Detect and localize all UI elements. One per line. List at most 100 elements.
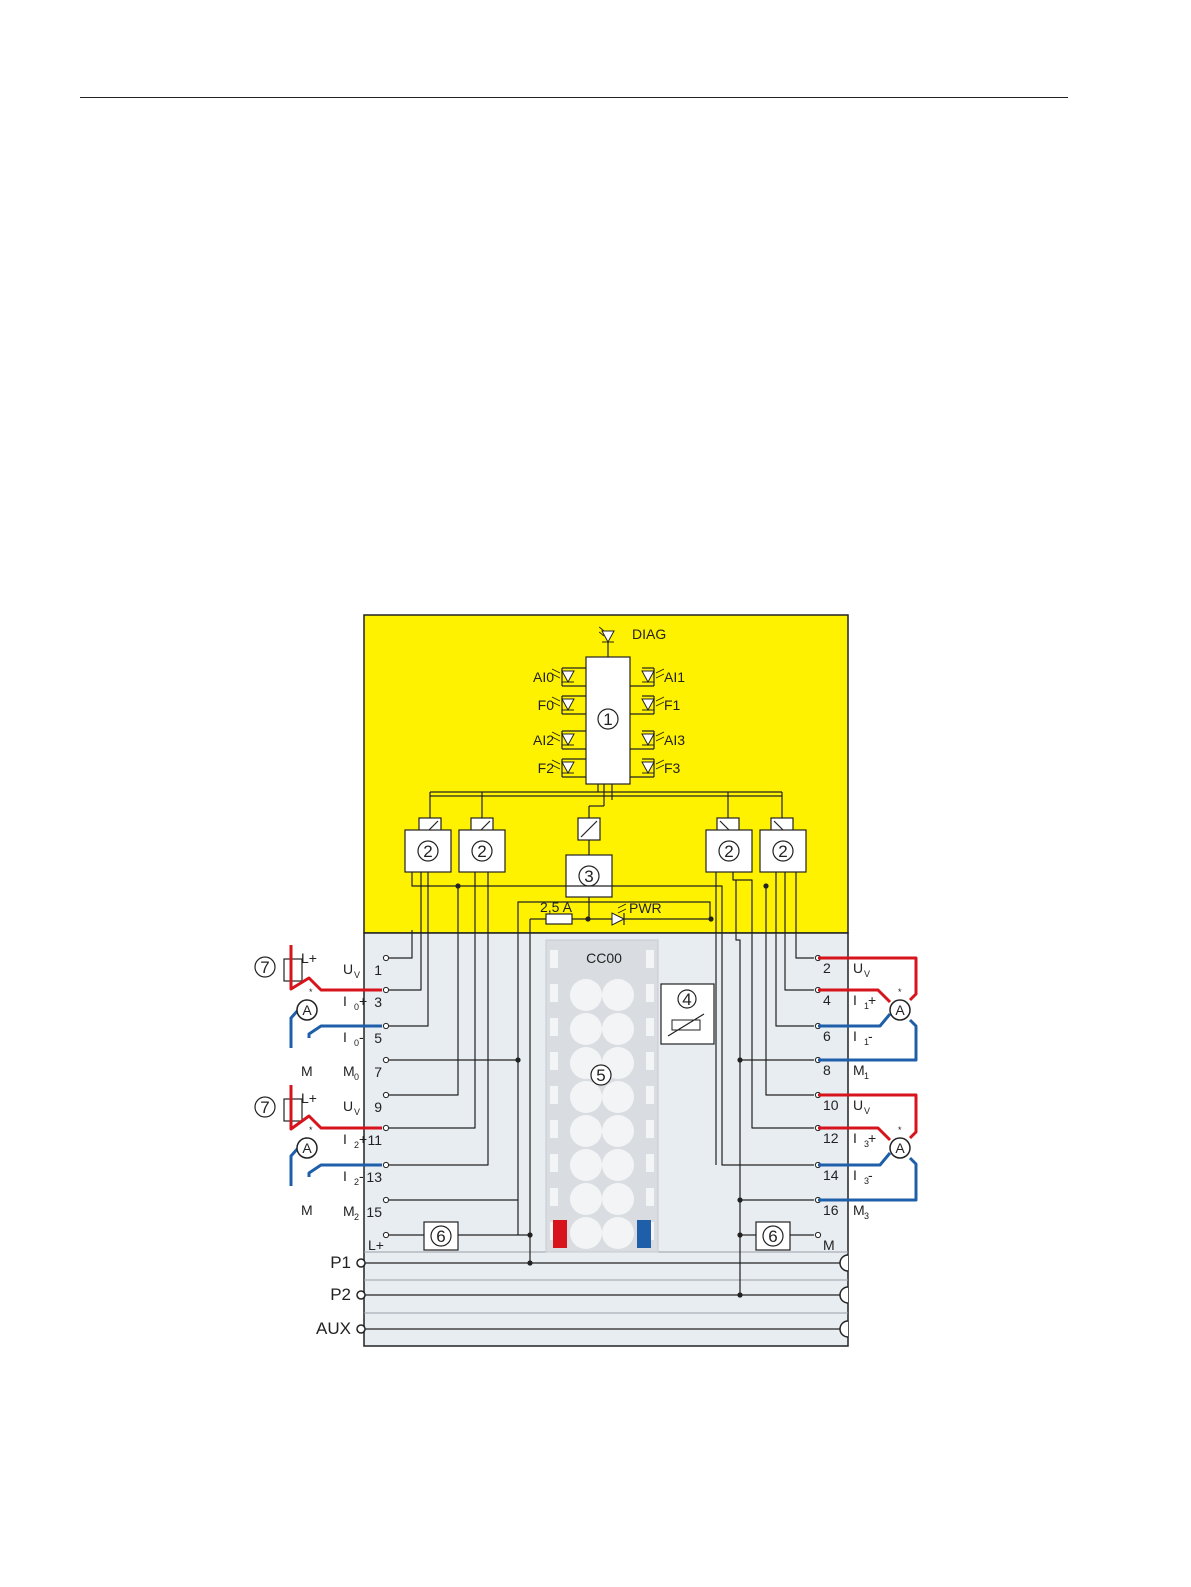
ammeter-label: A [302,1002,312,1018]
terminal-sig-2: U [853,960,863,976]
ammeter-star: * [309,987,313,997]
callout-1: 1 [598,709,618,729]
fuse-icon [546,914,572,924]
terminal-sig-10: U [853,1097,863,1113]
terminal-slot [646,1154,654,1172]
callout-4: 4 [678,990,696,1009]
bus-label-p2: P2 [330,1285,351,1304]
terminal-slot [646,1188,654,1206]
terminal-hole [602,1149,634,1181]
terminal-suffix-11: + [359,1131,367,1147]
bus-label-p1: P1 [330,1253,351,1272]
callout-number: 3 [584,867,593,886]
terminal-sub-2: V [864,969,870,979]
terminal-sub-15: 2 [354,1212,359,1222]
terminal-slot [646,950,654,968]
led-label-f0: F0 [538,697,555,713]
callout-6: 6 [431,1226,451,1246]
terminal-num-8: 8 [823,1062,831,1078]
terminal-num-15: 15 [366,1204,382,1220]
callout-number: 7 [260,958,269,977]
terminal-slot [646,1018,654,1036]
terminal-suffix-13: - [359,1168,364,1184]
callout-number: 4 [682,990,691,1009]
terminal-num-1: 1 [374,962,382,978]
ammeter-star: * [309,1125,313,1135]
external-m-label: M [301,1202,313,1218]
terminal-slot [550,1086,558,1104]
callout-7: 7 [255,1097,275,1117]
terminal-suffix-14: - [868,1167,873,1183]
terminal-hole [570,1081,602,1113]
terminal-suffix-6: - [868,1028,873,1044]
junction-dot [763,883,768,888]
terminal-point-m [815,1232,820,1237]
external-lplus-label: L+ [301,1090,317,1106]
led-label-ai0: AI0 [533,669,554,685]
terminal-hole [602,1217,634,1249]
terminal-sig-9: U [343,1098,353,1114]
bus-connector-left [357,1325,365,1333]
blue-marker [637,1220,651,1248]
terminal-num-6: 6 [823,1028,831,1044]
junction-dot [455,883,460,888]
external-lplus-label: L+ [301,950,317,966]
external-m-label: M [301,1063,313,1079]
terminal-sub-1: V [354,970,360,980]
led-label-ai3: AI3 [664,732,685,748]
terminal-num-10: 10 [823,1097,839,1113]
callout-number: 6 [768,1227,777,1246]
callout-2: 2 [472,841,492,861]
callout-2: 2 [719,841,739,861]
terminal-point-9 [383,1092,388,1097]
terminal-slot [550,1120,558,1138]
ammeter-label: A [895,1140,905,1156]
supply-m-label: M [823,1237,835,1253]
terminal-sig-3: I [343,993,347,1009]
terminal-sub-8: 1 [864,1071,869,1081]
terminal-sig-1: U [343,961,353,977]
coding-label: CC00 [586,950,622,966]
callout-number: 5 [596,1066,605,1085]
terminal-hole [570,1149,602,1181]
terminal-slot [646,984,654,1002]
terminal-sig-16: M [853,1202,865,1218]
terminal-num-11: 11 [367,1132,382,1148]
external-supply-icon [284,1099,302,1121]
terminal-sub-7: 0 [354,1072,359,1082]
terminal-point-lplus [383,1232,388,1237]
junction-dot [585,916,590,921]
bus-connector-left [357,1291,365,1299]
bus-label-aux: AUX [316,1319,351,1338]
junction-dot [737,1197,742,1202]
callout-2: 2 [418,841,438,861]
terminal-sig-15: M [343,1203,355,1219]
terminal-suffix-12: + [868,1130,876,1146]
terminal-point-13 [383,1162,388,1167]
callout-5: 5 [591,1065,611,1085]
terminal-point-3 [383,987,388,992]
terminal-slot [646,1120,654,1138]
callout-7: 7 [255,957,275,977]
terminal-slot [550,1018,558,1036]
led-label-ai1: AI1 [664,669,685,685]
callout-number: 1 [603,710,612,729]
callout-number: 6 [436,1227,445,1246]
ammeter-label: A [895,1002,905,1018]
terminal-num-16: 16 [823,1202,839,1218]
terminal-sig-8: M [853,1062,865,1078]
red-marker [553,1220,567,1248]
terminal-sig-13: I [343,1168,347,1184]
terminal-num-3: 3 [374,994,382,1010]
supply-lplus-label: L+ [368,1237,384,1253]
terminal-num-14: 14 [823,1167,839,1183]
ammeter-star: * [898,987,902,997]
terminal-num-7: 7 [374,1064,382,1080]
fuse-label: 2,5 A [540,899,573,915]
terminal-sig-11: I [343,1131,347,1147]
terminal-num-2: 2 [823,960,831,976]
callout-2: 2 [773,841,793,861]
terminal-num-4: 4 [823,992,831,1008]
ammeter-star: * [898,1125,902,1135]
